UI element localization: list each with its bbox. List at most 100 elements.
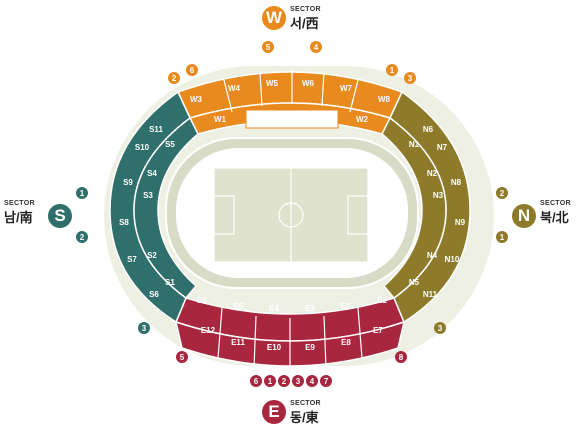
section-label-s11[interactable]: S11 — [149, 125, 163, 134]
gate-number-1: 1 — [268, 377, 273, 386]
gate-number-6: 6 — [190, 66, 195, 75]
gate-number-2: 2 — [500, 189, 505, 198]
section-label-n10[interactable]: N10 — [445, 255, 460, 264]
north-name: 북/北 — [540, 210, 569, 225]
gate-number-4: 4 — [310, 377, 315, 386]
gate-marker-4[interactable] — [306, 375, 318, 387]
east-name: 동/東 — [290, 410, 319, 425]
section-label-e8[interactable]: E8 — [341, 338, 351, 347]
gate-number-2: 2 — [172, 74, 177, 83]
gate-number-7: 7 — [324, 377, 329, 386]
gate-marker-2[interactable] — [278, 375, 290, 387]
section-label-s2[interactable]: S2 — [147, 251, 157, 260]
gate-marker-8[interactable] — [395, 351, 407, 363]
section-label-e12[interactable]: E12 — [201, 326, 216, 335]
west-name: 서/西 — [290, 16, 319, 31]
north-badge: N — [512, 204, 536, 228]
section-label-n1[interactable]: N1 — [409, 140, 420, 149]
gate-marker-3[interactable] — [404, 72, 416, 84]
gate-marker-2[interactable] — [168, 72, 180, 84]
section-label-e4[interactable]: E4 — [269, 304, 279, 313]
section-label-w5[interactable]: W5 — [266, 79, 279, 88]
gate-marker-3[interactable] — [138, 322, 150, 334]
south-sector-label: SECTOR — [4, 200, 35, 207]
section-label-e7[interactable]: E7 — [373, 326, 383, 335]
center-circle — [278, 202, 304, 228]
section-label-e10[interactable]: E10 — [267, 343, 282, 352]
gate-number-3: 3 — [142, 324, 147, 333]
north-sector-label: SECTOR — [540, 200, 571, 207]
gate-number-3: 3 — [408, 74, 413, 83]
section-label-e2[interactable]: E2 — [341, 302, 351, 311]
section-label-s7[interactable]: S7 — [127, 255, 137, 264]
section-label-e5[interactable]: E5 — [233, 302, 243, 311]
section-label-w6[interactable]: W6 — [302, 79, 315, 88]
section-label-n6[interactable]: N6 — [423, 125, 434, 134]
gate-number-1: 1 — [390, 66, 395, 75]
section-label-n9[interactable]: N9 — [455, 218, 466, 227]
section-label-n2[interactable]: N2 — [427, 169, 438, 178]
gate-marker-3[interactable] — [434, 322, 446, 334]
section-label-w1[interactable]: W1 — [214, 115, 227, 124]
gate-marker-5[interactable] — [262, 41, 274, 53]
gate-number-8: 8 — [399, 353, 404, 362]
section-label-e9[interactable]: E9 — [305, 343, 315, 352]
section-label-w8[interactable]: W8 — [378, 95, 391, 104]
gate-marker-7[interactable] — [320, 375, 332, 387]
section-label-s6[interactable]: S6 — [149, 290, 159, 299]
right-penalty-box — [347, 195, 369, 235]
gate-marker-1[interactable] — [264, 375, 276, 387]
gate-number-3: 3 — [296, 377, 301, 386]
gate-marker-2[interactable] — [76, 231, 88, 243]
section-label-e3[interactable]: E3 — [305, 304, 315, 313]
section-label-w2[interactable]: W2 — [356, 115, 369, 124]
section-label-w4[interactable]: W4 — [228, 84, 241, 93]
gate-number-2: 2 — [282, 377, 287, 386]
section-label-n5[interactable]: N5 — [409, 278, 420, 287]
section-label-s5[interactable]: S5 — [165, 140, 175, 149]
gate-marker-1[interactable] — [386, 64, 398, 76]
gate-marker-2[interactable] — [496, 187, 508, 199]
east-sector-label: SECTOR — [290, 400, 321, 407]
section-label-e6[interactable]: E6 — [197, 296, 207, 305]
west-badge: W — [262, 6, 286, 30]
south-name: 남/南 — [4, 210, 33, 225]
gate-number-5: 5 — [180, 353, 185, 362]
gate-number-3: 3 — [438, 324, 443, 333]
gate-number-1: 1 — [500, 233, 505, 242]
section-label-n7[interactable]: N7 — [437, 143, 448, 152]
section-label-s8[interactable]: S8 — [119, 218, 129, 227]
west-sector-label: SECTOR — [290, 6, 321, 13]
press-box — [245, 109, 339, 129]
section-label-n4[interactable]: N4 — [427, 251, 438, 260]
section-label-n8[interactable]: N8 — [451, 178, 462, 187]
section-label-e11[interactable]: E11 — [231, 338, 245, 347]
section-label-s9[interactable]: S9 — [123, 178, 133, 187]
gate-number-4: 4 — [314, 43, 319, 52]
gate-marker-4[interactable] — [310, 41, 322, 53]
section-label-s1[interactable]: S1 — [165, 278, 175, 287]
gate-marker-1[interactable] — [76, 187, 88, 199]
section-label-s10[interactable]: S10 — [135, 143, 150, 152]
gate-marker-3[interactable] — [292, 375, 304, 387]
section-label-e1[interactable]: E1 — [377, 296, 387, 305]
south-inner-stand[interactable] — [133, 116, 199, 300]
gate-marker-6[interactable] — [186, 64, 198, 76]
section-label-w7[interactable]: W7 — [340, 84, 353, 93]
section-label-s3[interactable]: S3 — [143, 191, 153, 200]
gate-marker-6[interactable] — [250, 375, 262, 387]
section-label-w3[interactable]: W3 — [190, 95, 203, 104]
east-badge: E — [262, 400, 286, 424]
section-dividers — [217, 70, 363, 372]
gate-marker-1[interactable] — [496, 231, 508, 243]
north-inner-stand[interactable] — [381, 116, 447, 300]
gate-marker-5[interactable] — [176, 351, 188, 363]
section-label-s4[interactable]: S4 — [147, 169, 157, 178]
left-penalty-box — [213, 195, 235, 235]
section-label-n3[interactable]: N3 — [433, 191, 444, 200]
gate-number-2: 2 — [80, 233, 85, 242]
gate-number-1: 1 — [80, 189, 85, 198]
section-label-n11[interactable]: N11 — [423, 290, 438, 299]
